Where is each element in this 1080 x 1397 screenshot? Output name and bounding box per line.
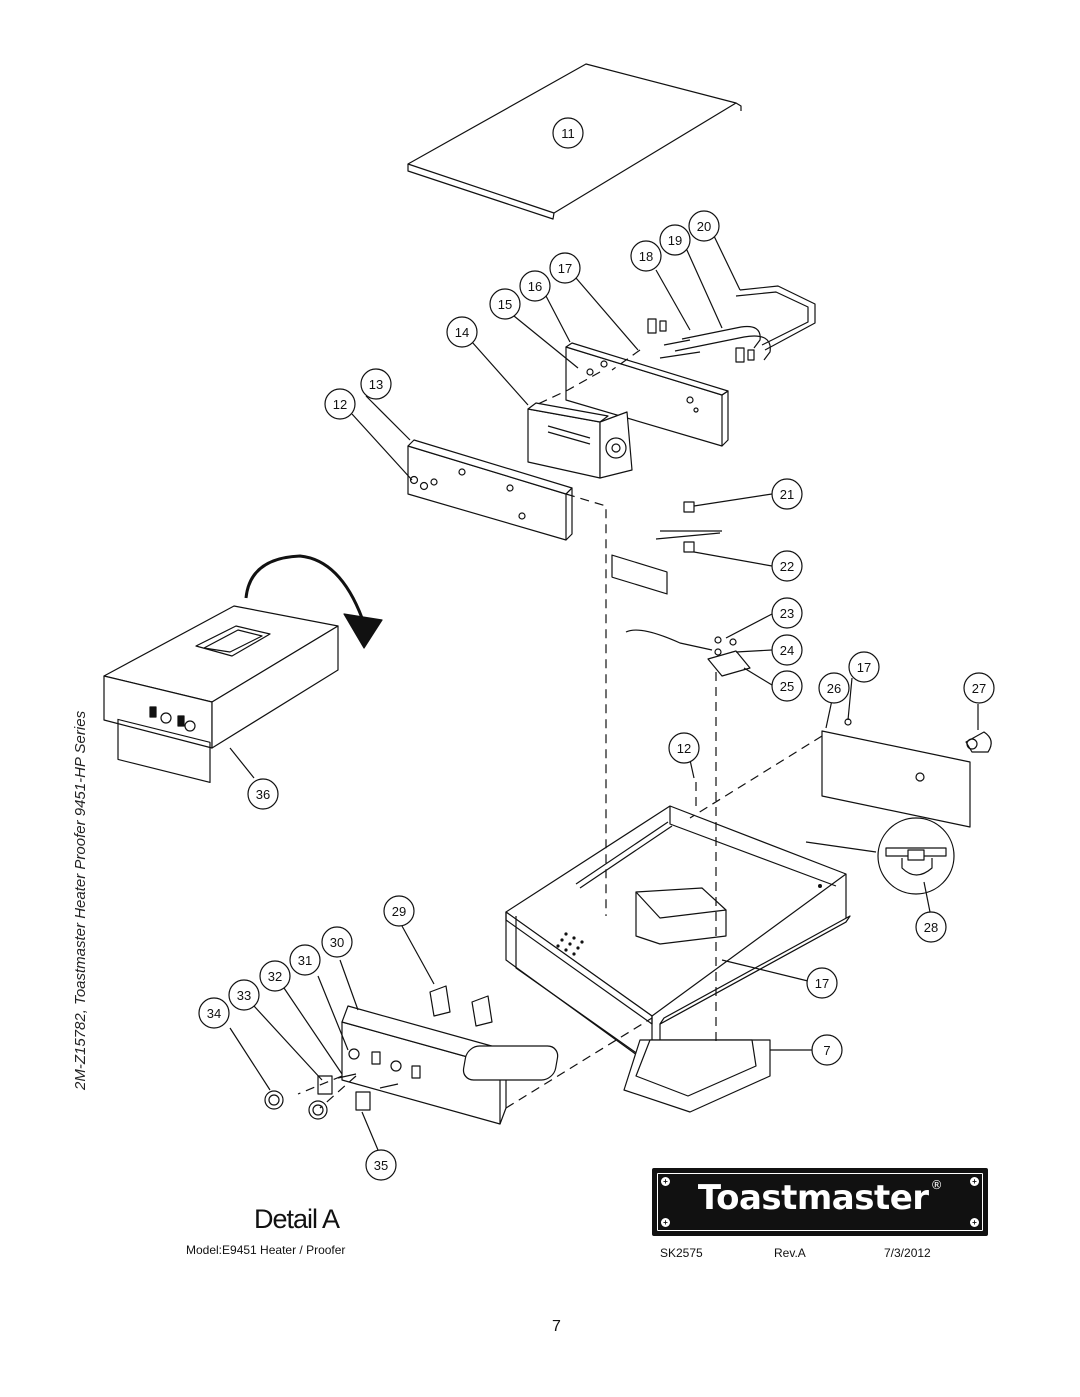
- callout-31: 31: [298, 953, 312, 968]
- registered-mark: ®: [930, 1178, 943, 1192]
- callout-24: 24: [780, 643, 794, 658]
- sheet-number: SK2575: [660, 1246, 703, 1260]
- side-access-panel: [821, 718, 992, 828]
- drip-pan: [462, 1039, 771, 1113]
- logo-wordmark: Toastmaster®: [652, 1178, 988, 1218]
- thermostat-probe-clips: [655, 501, 722, 553]
- callout-11: 11: [561, 126, 575, 141]
- callout-14: 14: [455, 325, 469, 340]
- callout-12b: 12: [677, 741, 691, 756]
- front-bracket-plate: [407, 439, 573, 541]
- logo-text: Toastmaster: [697, 1178, 929, 1218]
- callout-leader-lines: [229, 235, 979, 1151]
- callout-34: 34: [207, 1006, 221, 1021]
- callout-26: 26: [827, 681, 841, 696]
- callout-18: 18: [639, 249, 653, 264]
- detail-label: Detail A: [254, 1204, 340, 1234]
- callout-19: 19: [668, 233, 682, 248]
- callout-15: 15: [498, 297, 512, 312]
- callout-27: 27: [972, 681, 986, 696]
- heater-rear-panel: [565, 342, 729, 595]
- document-side-title: 2M-Z15782, Toastmaster Heater Proofer 94…: [72, 710, 89, 1090]
- callout-circles: [198, 117, 995, 1181]
- callout-36: 36: [256, 787, 270, 802]
- rotation-arrow: [244, 554, 383, 649]
- screw-icon: +: [970, 1218, 979, 1227]
- callout-13: 13: [369, 377, 383, 392]
- callout-33: 33: [237, 988, 251, 1003]
- callout-17b: 17: [857, 660, 871, 675]
- callout-17: 17: [558, 261, 572, 276]
- chassis-tray: [505, 805, 851, 1067]
- thermostat-detail-circle: [877, 817, 955, 895]
- callout-20: 20: [697, 219, 711, 234]
- callout-7: 7: [823, 1043, 830, 1058]
- date: 7/3/2012: [884, 1246, 931, 1260]
- logo-border: [657, 1173, 983, 1231]
- callout-22: 22: [780, 559, 794, 574]
- revision: Rev.A: [774, 1246, 806, 1260]
- screw-icon: +: [661, 1177, 670, 1186]
- toastmaster-logo: + + + + Toastmaster®: [652, 1168, 988, 1236]
- callout-12: 12: [333, 397, 347, 412]
- callout-23: 23: [780, 606, 794, 621]
- assembled-unit: [103, 605, 339, 783]
- callout-28: 28: [924, 920, 938, 935]
- callout-29: 29: [392, 904, 406, 919]
- blower-motor: [527, 402, 633, 479]
- callout-25: 25: [780, 679, 794, 694]
- callout-17c: 17: [815, 976, 829, 991]
- callout-32: 32: [268, 969, 282, 984]
- callout-30: 30: [330, 935, 344, 950]
- model-line: Model:E9451 Heater / Proofer: [186, 1243, 346, 1257]
- callout-35: 35: [374, 1158, 388, 1173]
- callout-16: 16: [528, 279, 542, 294]
- page-number: 7: [552, 1318, 561, 1335]
- heating-element: [647, 285, 816, 363]
- screw-icon: +: [970, 1177, 979, 1186]
- assembly-guide-lines: [297, 349, 823, 1109]
- thermostat-bracket: [625, 629, 751, 677]
- callout-numbers: 11 20 19 18 17 16 15 14 13 12 21 22 23 2…: [207, 126, 986, 1173]
- screw-icon: +: [661, 1218, 670, 1227]
- control-panel: [264, 985, 507, 1125]
- callout-21: 21: [780, 487, 794, 502]
